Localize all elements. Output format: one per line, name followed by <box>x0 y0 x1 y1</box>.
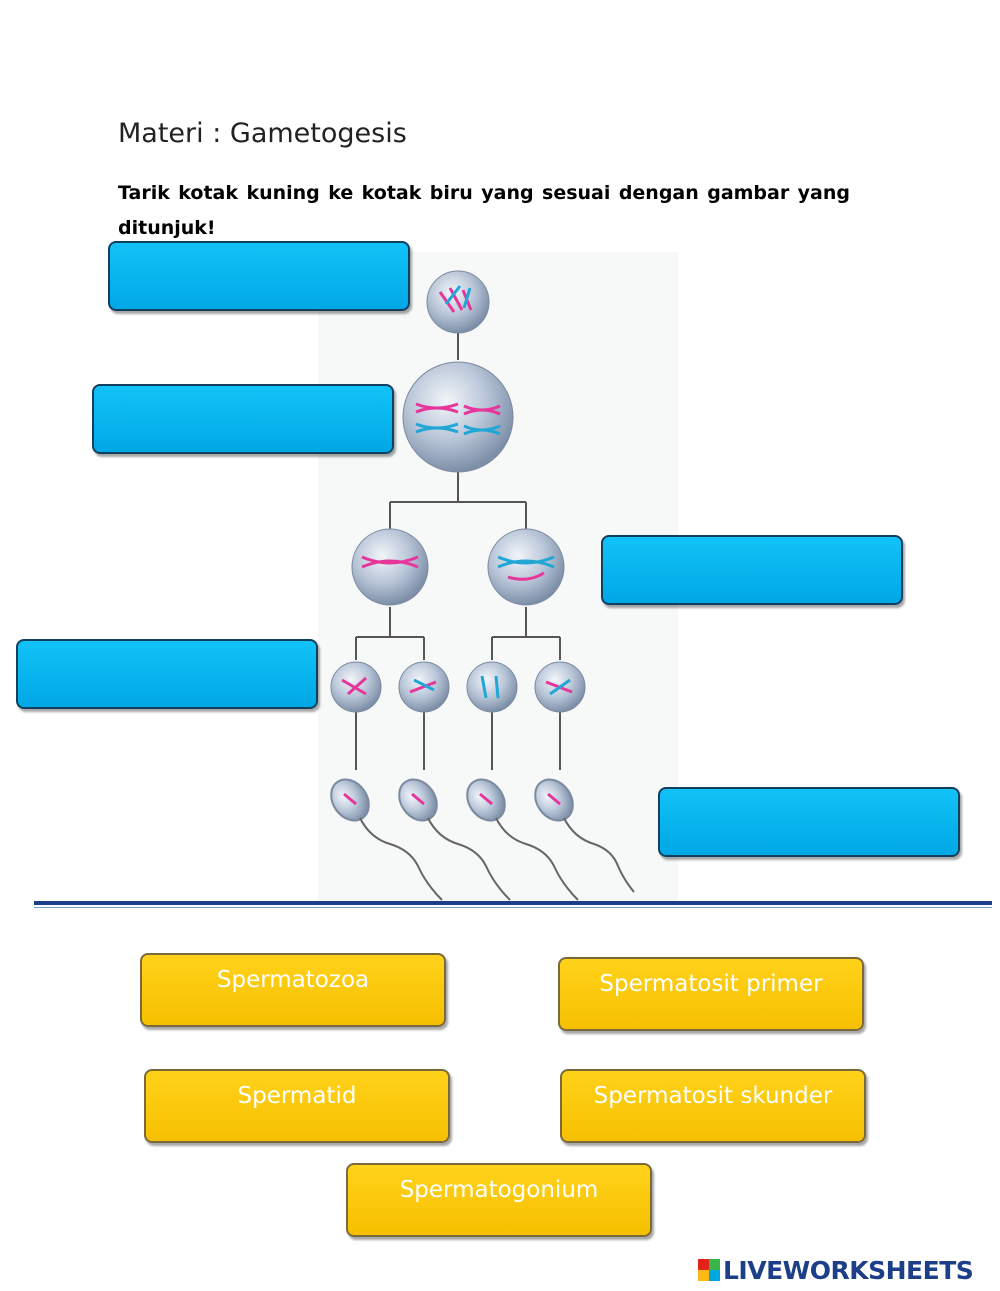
answer-spermatozoa[interactable]: Spermatozoa <box>140 953 446 1027</box>
logo-text: LIVEWORKSHEETS <box>723 1255 974 1285</box>
primary-spermatocyte-cell <box>402 361 514 473</box>
answer-spermatid[interactable]: Spermatid <box>144 1069 450 1143</box>
drop-target-spermatid[interactable] <box>16 639 318 709</box>
page-title: Materi : Gametogesis <box>118 118 407 149</box>
instruction-text: Tarik kotak kuning ke kotak biru yang se… <box>118 182 850 239</box>
spermatid-cells <box>330 661 586 713</box>
separator-line <box>34 901 992 905</box>
drop-target-secondary-spermatocyte[interactable] <box>601 535 903 605</box>
answer-spermatosit-primer[interactable]: Spermatosit primer <box>558 957 864 1031</box>
answer-spermatosit-skunder[interactable]: Spermatosit skunder <box>560 1069 866 1143</box>
secondary-spermatocyte-cells <box>351 528 565 606</box>
drop-target-spermatogonium[interactable] <box>108 241 410 311</box>
drop-target-spermatozoa[interactable] <box>658 787 960 857</box>
separator-line-thin <box>34 907 992 908</box>
answer-spermatogonium[interactable]: Spermatogonium <box>346 1163 652 1237</box>
liveworksheets-logo: LIVEWORKSHEETS <box>698 1255 974 1285</box>
spermatogonium-cell <box>426 270 490 334</box>
liveworksheets-logo-icon <box>698 1259 720 1281</box>
drop-target-primary-spermatocyte[interactable] <box>92 384 394 454</box>
